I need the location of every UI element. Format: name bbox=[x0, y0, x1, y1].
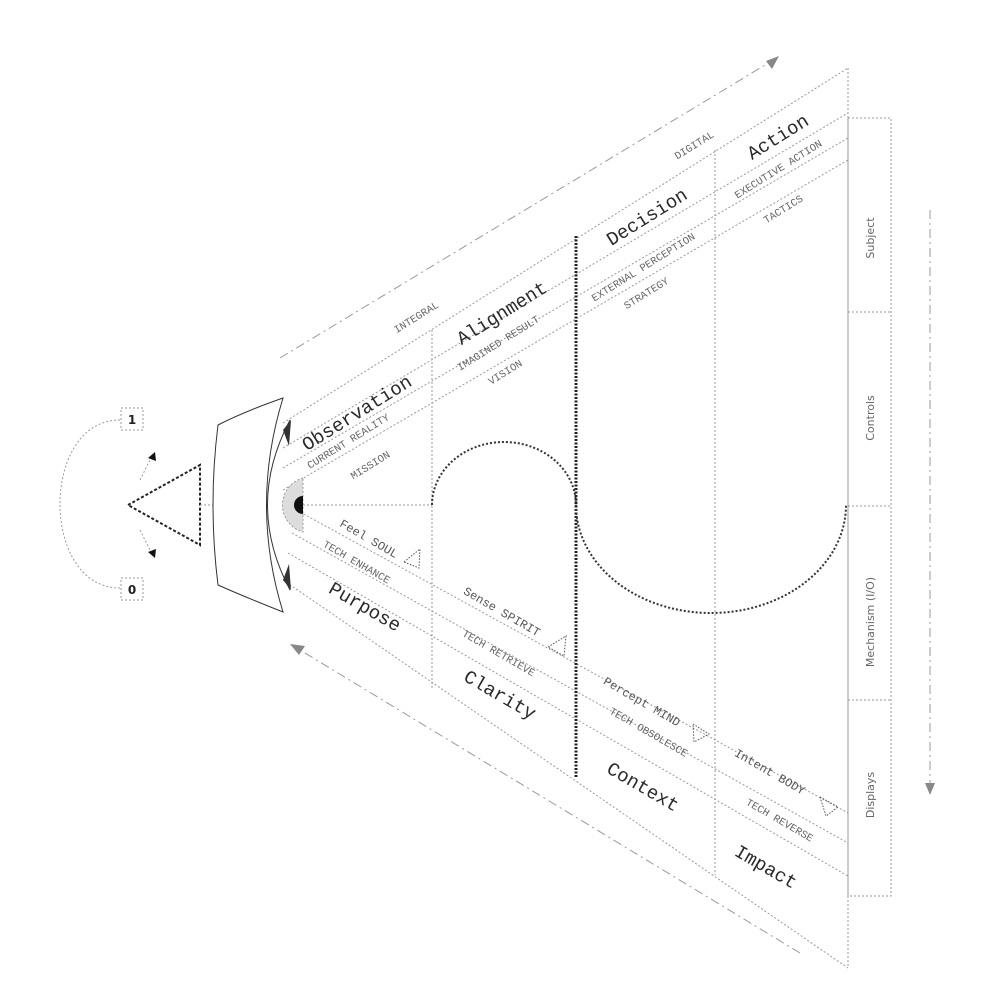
triangle-marker-icon bbox=[692, 723, 710, 743]
stage-action-sub2: TACTICS bbox=[762, 194, 806, 228]
triangle-viewer-icon bbox=[125, 452, 220, 558]
outcome-impact-title: Impact bbox=[730, 841, 800, 894]
side-panel bbox=[847, 117, 892, 897]
side-panel-controls: Controls bbox=[864, 395, 877, 441]
outcome-impact-feel: Intent BODY bbox=[732, 747, 808, 799]
toggle-switch[interactable] bbox=[59, 407, 144, 601]
triangle-marker-icon bbox=[819, 795, 839, 817]
side-panel-subject: Subject bbox=[864, 217, 877, 259]
lower-flow-arrow bbox=[290, 644, 801, 954]
upper-flow-arrow bbox=[279, 56, 779, 359]
column-dividers bbox=[431, 150, 716, 875]
vertical-flow-arrow bbox=[925, 210, 935, 795]
outcome-purpose-title: Purpose bbox=[324, 578, 404, 637]
triangle-marker-icon bbox=[547, 635, 567, 657]
toggle-one-label: 1 bbox=[128, 413, 136, 427]
eye-icon bbox=[267, 419, 304, 591]
triangle-marker-icon bbox=[403, 547, 421, 569]
side-panel-mechanism: Mechanism (I/O) bbox=[864, 577, 877, 667]
lower-band-lines bbox=[282, 511, 849, 969]
stage-observation-sub2: MISSION bbox=[349, 450, 393, 484]
outcome-context-title: Context bbox=[602, 758, 682, 817]
upper-arc bbox=[431, 441, 577, 506]
integral-label: INTEGRAL bbox=[392, 300, 441, 337]
lower-arc bbox=[575, 504, 847, 614]
side-panel-displays: Displays bbox=[864, 772, 877, 819]
upper-band-lines bbox=[282, 67, 849, 491]
lens-icon bbox=[212, 397, 284, 613]
stage-alignment-sub2: VISION bbox=[487, 358, 525, 388]
digital-label: DIGITAL bbox=[673, 130, 717, 164]
toggle-zero-label: 0 bbox=[128, 583, 136, 597]
